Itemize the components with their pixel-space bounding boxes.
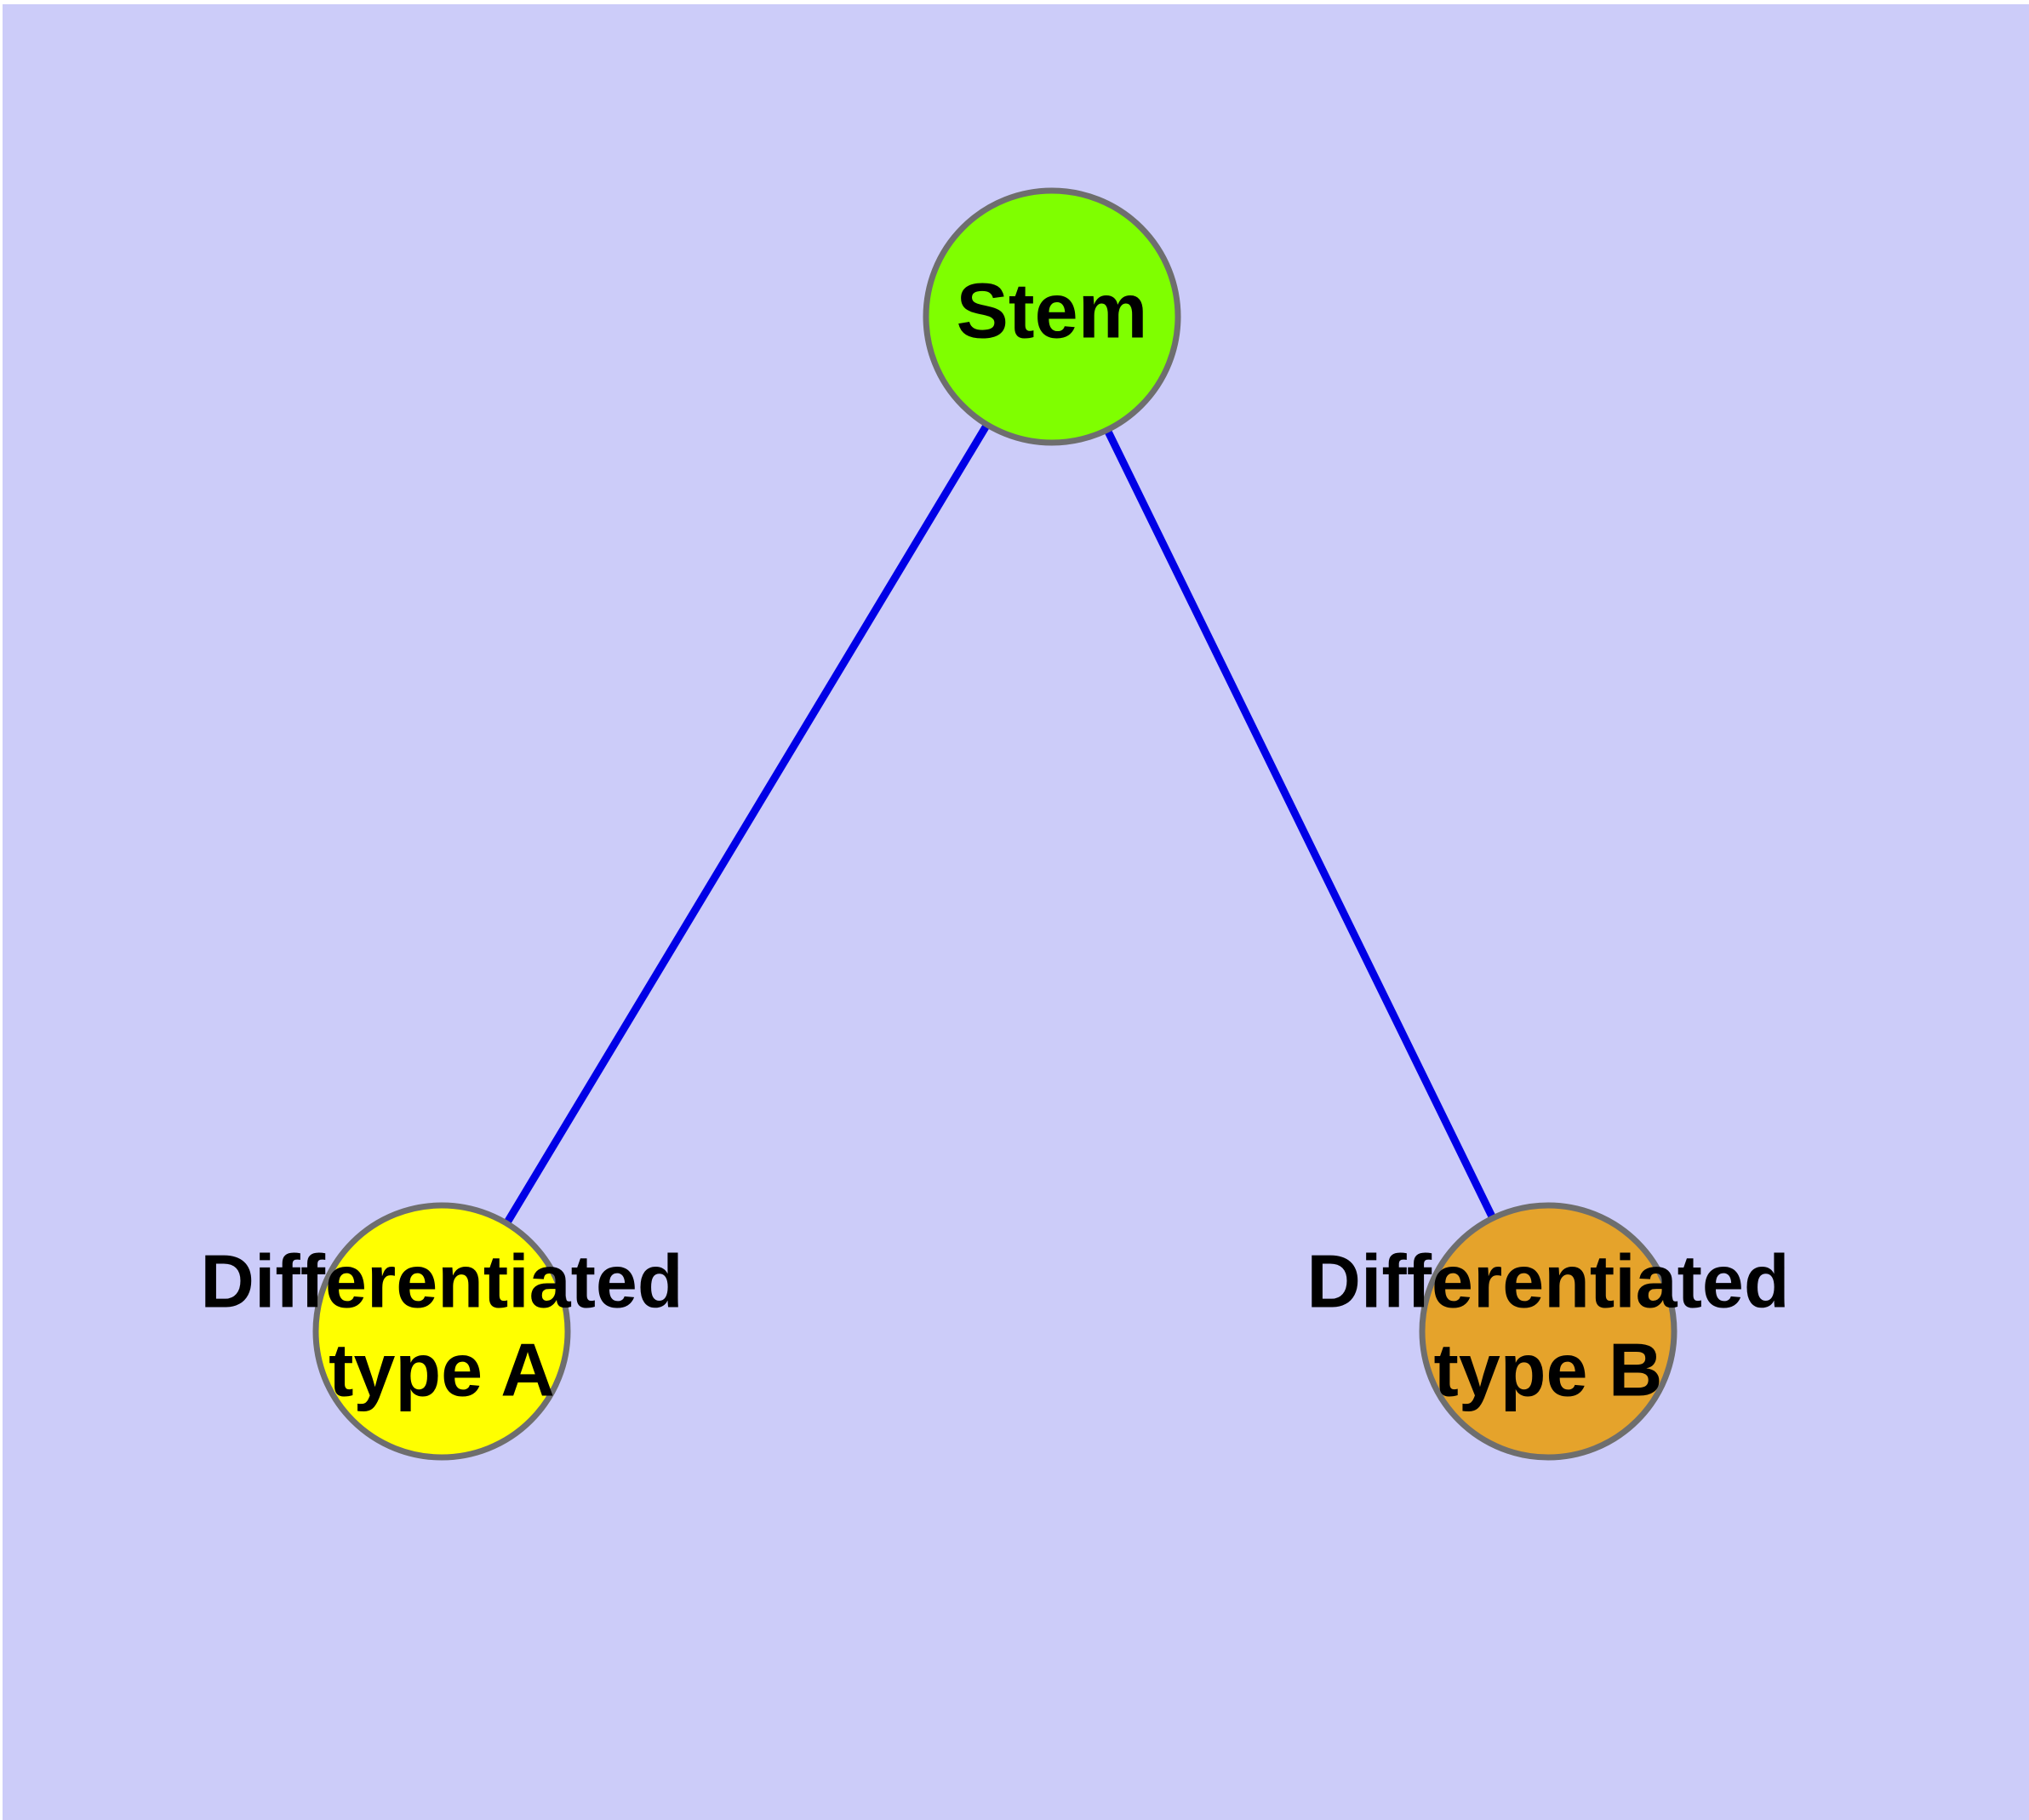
node-label-diff_b: type B <box>1434 1327 1663 1411</box>
node-label-stem: Stem <box>957 267 1148 354</box>
graph-edge <box>438 314 1055 1334</box>
nodes-group <box>312 187 1677 1461</box>
graph-node-diff_a[interactable] <box>312 1202 571 1461</box>
graph-node-stem[interactable] <box>923 187 1181 446</box>
node-label-diff_b: Differentiated <box>1306 1239 1789 1323</box>
node-label-diff_a: Differentiated <box>200 1239 683 1323</box>
graph-node-diff_b[interactable] <box>1419 1202 1677 1461</box>
graph-edge <box>1048 315 1552 1333</box>
edges-group <box>438 314 1552 1334</box>
node-label-diff_a: type A <box>329 1327 555 1411</box>
